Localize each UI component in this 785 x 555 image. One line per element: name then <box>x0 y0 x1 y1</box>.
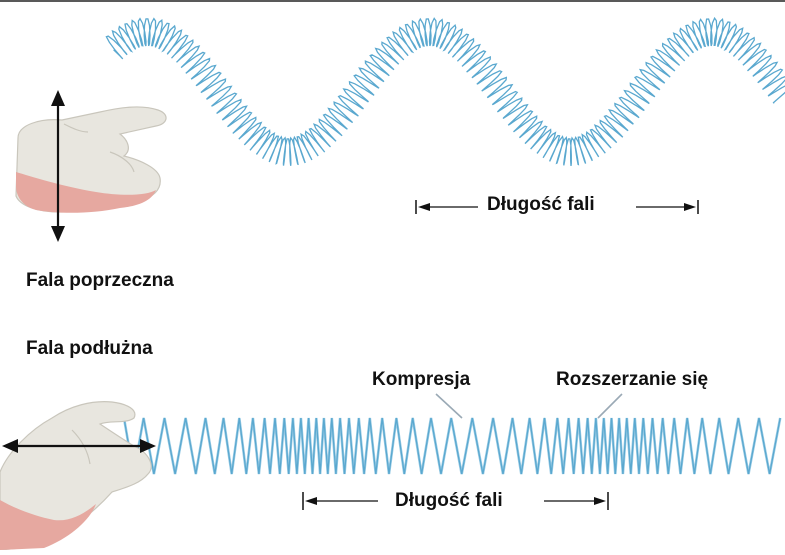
longitudinal-wave-title: Fala podłużna <box>26 338 153 359</box>
longitudinal-spring <box>122 417 782 475</box>
horizontal-double-arrow-icon <box>2 439 156 453</box>
hand-pinching-spring-icon <box>0 401 152 551</box>
transverse-spring-coil <box>105 16 785 166</box>
wavelength-marker-bottom <box>302 492 609 510</box>
wavelength-label-top: Długość fali <box>487 194 595 215</box>
vertical-double-arrow-icon <box>51 90 65 242</box>
rarefaction-pointer <box>597 393 623 419</box>
hand-holding-spring-icon <box>15 106 167 213</box>
rarefaction-label: Rozszerzanie się <box>556 369 709 390</box>
wavelength-marker-top <box>415 200 699 214</box>
wavelength-label-bottom: Długość fali <box>395 490 503 511</box>
longitudinal-spring-coil <box>123 417 781 475</box>
transverse-wave-title: Fala poprzeczna <box>26 270 174 291</box>
transverse-spring <box>105 16 785 166</box>
compression-pointer <box>435 393 463 419</box>
compression-label: Kompresja <box>372 369 471 390</box>
